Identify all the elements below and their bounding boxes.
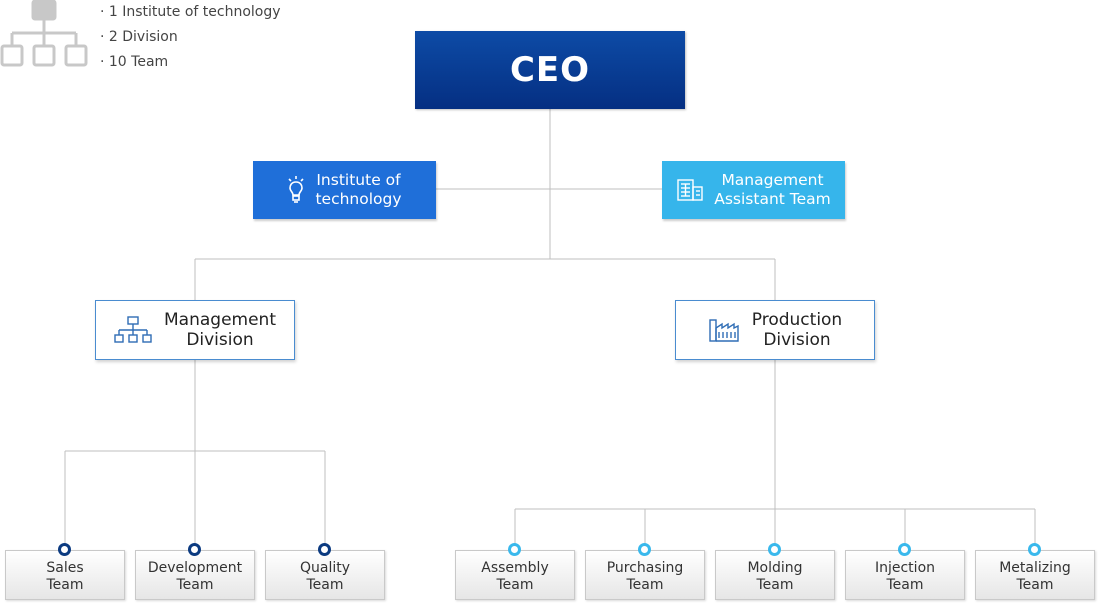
team-label-line1: Development xyxy=(147,560,243,576)
management-division-box: Management Division xyxy=(95,300,295,360)
team-label-line2: Team xyxy=(1016,577,1054,593)
team-label-line2: Team xyxy=(496,577,534,593)
team-label-line1: Metalizing xyxy=(999,560,1071,576)
connector-dot xyxy=(58,543,71,556)
connector-dot xyxy=(898,543,911,556)
team-label-line1: Sales xyxy=(46,560,84,576)
connector-dot xyxy=(188,543,201,556)
team-label-line1: Quality xyxy=(299,560,351,576)
management-assistant-label-line2: Assistant Team xyxy=(714,190,831,208)
management-assistant-label-line1: Management xyxy=(721,171,824,189)
production-division-label-line2: Division xyxy=(763,330,831,350)
management-division-label-line2: Division xyxy=(186,330,254,350)
team-label-line1: Molding xyxy=(747,560,803,576)
team-label-line2: Team xyxy=(886,577,924,593)
summary-item-team: · 10 Team xyxy=(100,54,169,70)
factory-icon xyxy=(708,316,740,344)
production-division-label-line1: Production xyxy=(751,310,843,330)
summary-item-division: · 2 Division xyxy=(100,29,178,45)
connector-dot xyxy=(1028,543,1041,556)
institute-label-line2: technology xyxy=(315,190,402,208)
connector-dot xyxy=(318,543,331,556)
connector-dot xyxy=(638,543,651,556)
team-label-line2: Team xyxy=(306,577,344,593)
org-chart-icon xyxy=(0,0,88,67)
team-label-line2: Team xyxy=(176,577,214,593)
lightbulb-icon xyxy=(287,175,305,205)
management-division-label-line1: Management xyxy=(164,310,276,330)
institute-box: Institute of technology xyxy=(253,161,436,219)
connector-dot xyxy=(508,543,521,556)
institute-label-line1: Institute of xyxy=(316,171,401,189)
connector-dot xyxy=(768,543,781,556)
team-label-line2: Team xyxy=(626,577,664,593)
team-label-line1: Purchasing xyxy=(606,560,684,576)
ceo-box: CEO xyxy=(415,31,685,109)
ceo-label: CEO xyxy=(509,50,591,90)
building-icon xyxy=(676,178,704,202)
summary-item-institute: · 1 Institute of technology xyxy=(100,4,281,20)
hierarchy-icon xyxy=(114,315,152,345)
summary-list: · 1 Institute of technology · 2 Division… xyxy=(100,0,281,75)
team-label-line1: Injection xyxy=(874,560,936,576)
team-label-line2: Team xyxy=(46,577,84,593)
management-assistant-box: Management Assistant Team xyxy=(662,161,845,219)
production-division-box: Production Division xyxy=(675,300,875,360)
team-label-line1: Assembly xyxy=(481,560,549,576)
team-label-line2: Team xyxy=(756,577,794,593)
